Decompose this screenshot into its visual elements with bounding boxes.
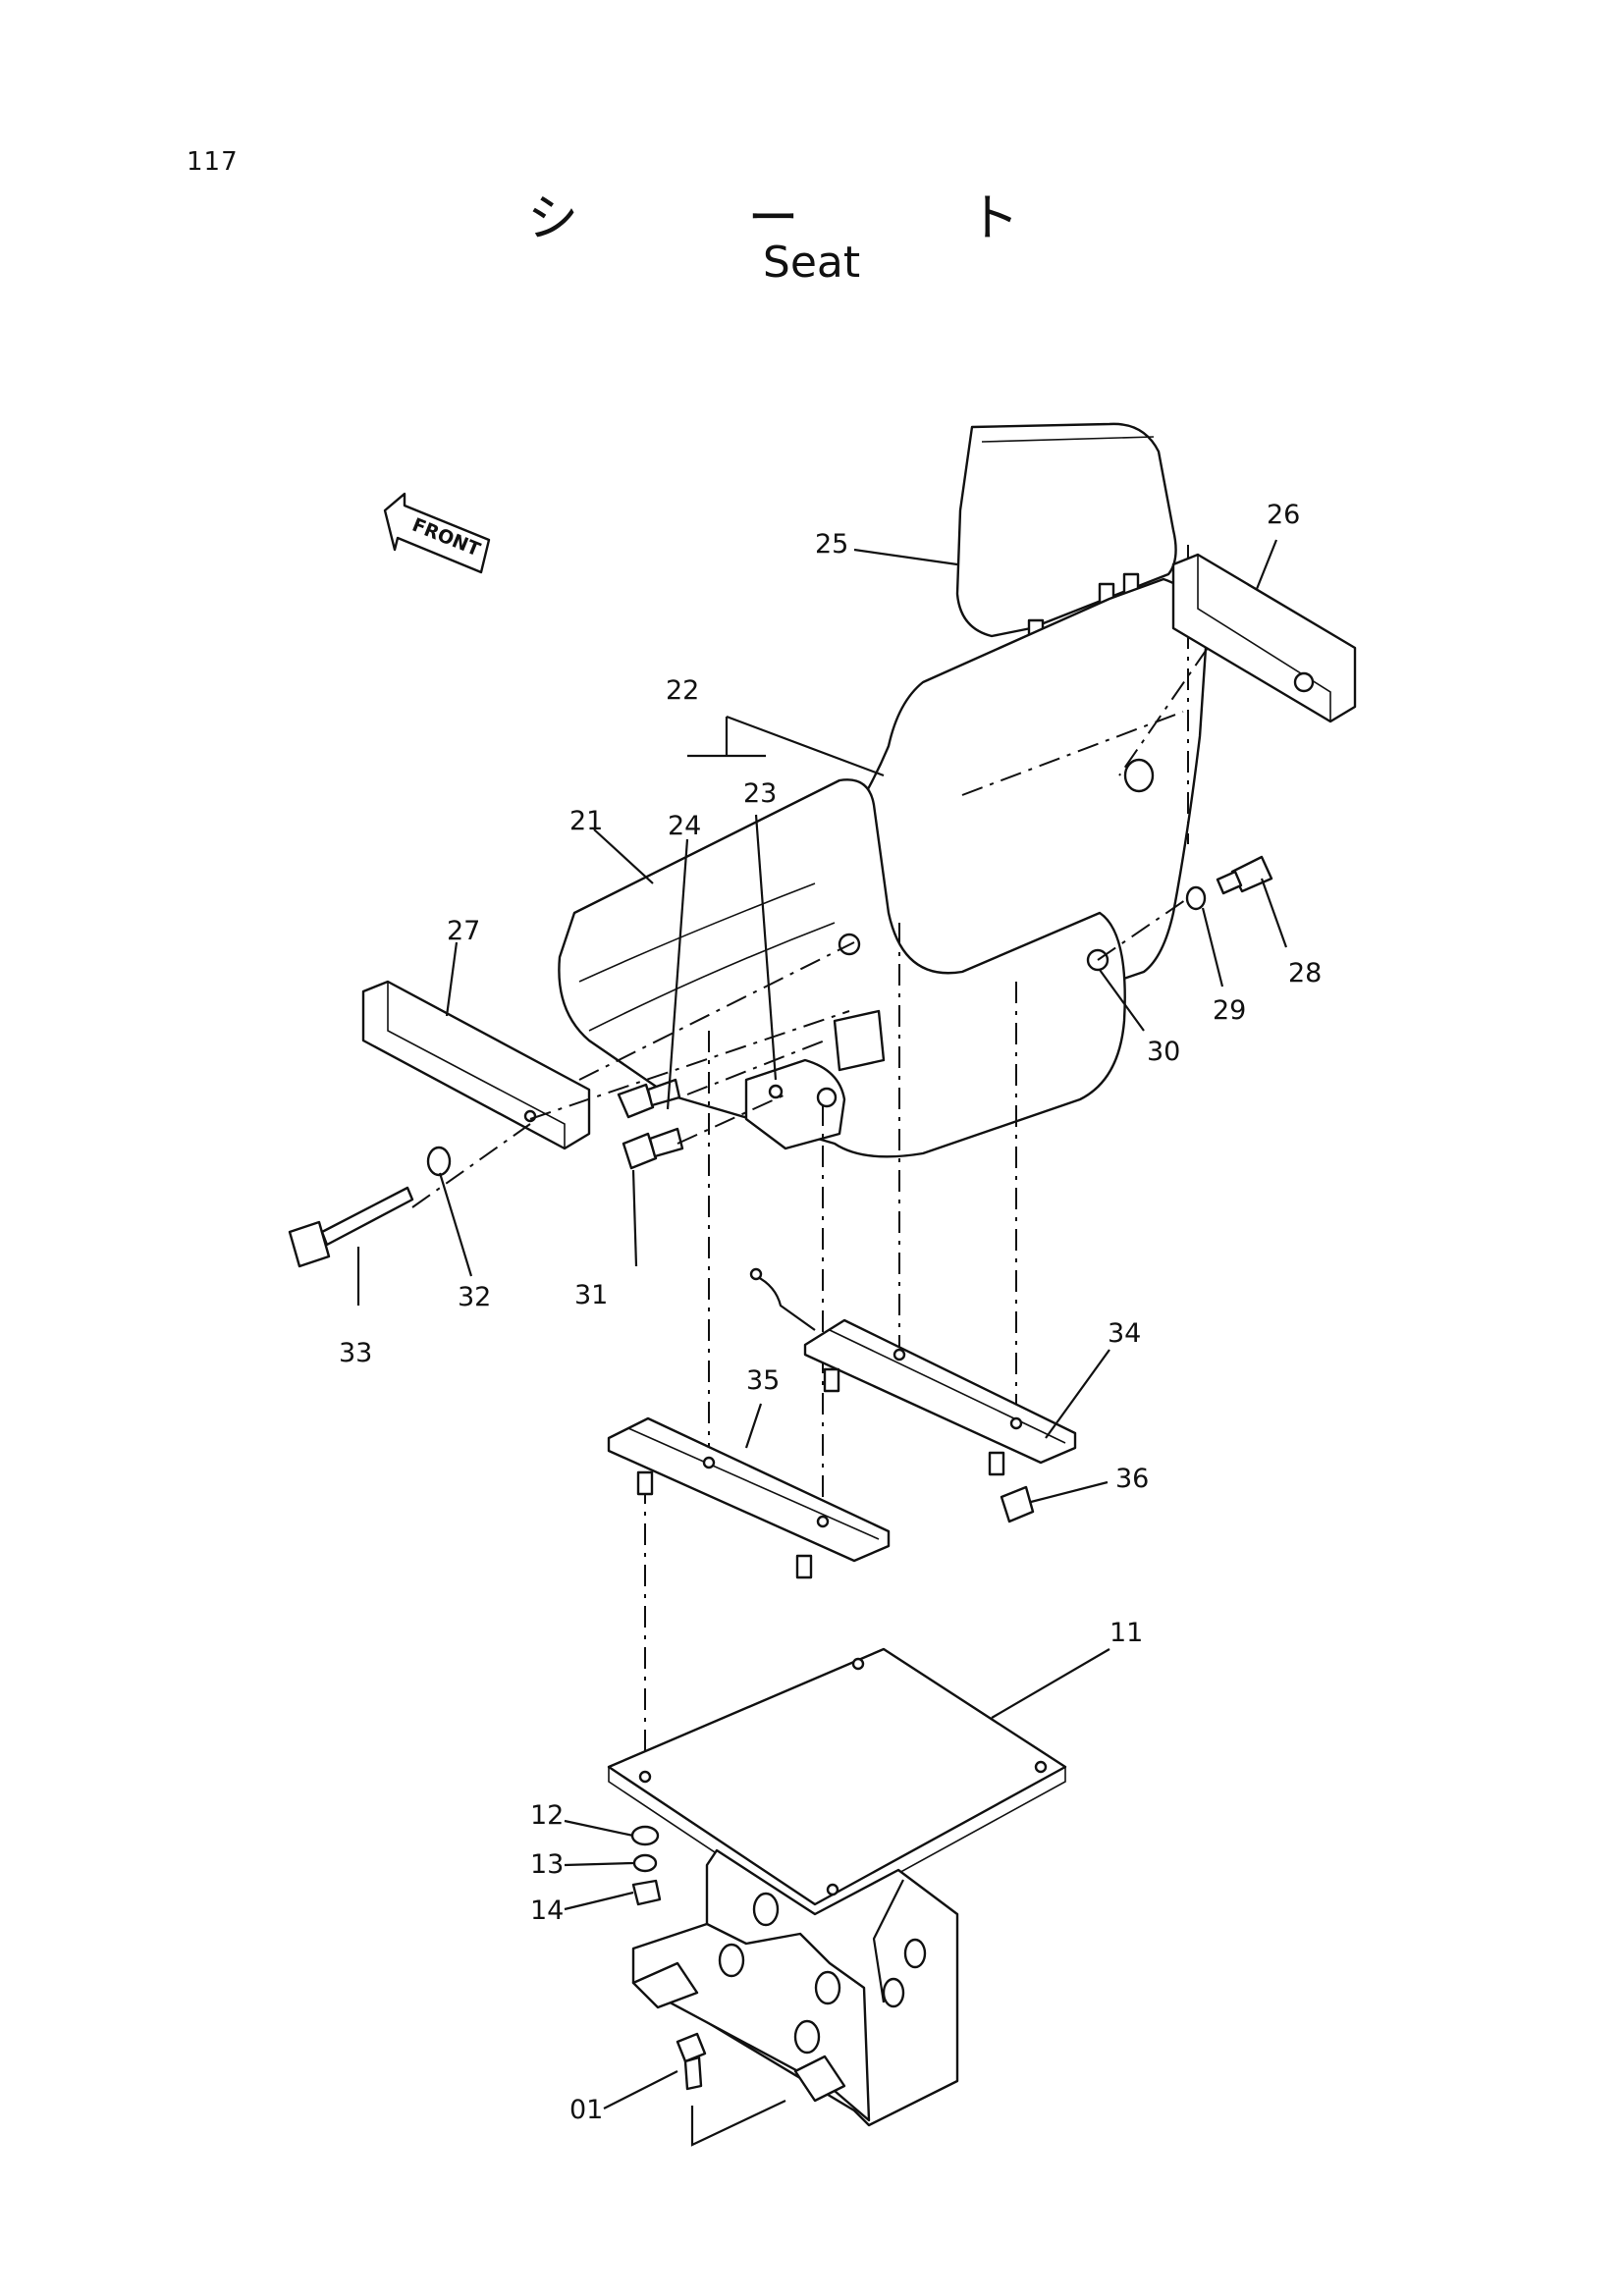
armrest-left bbox=[361, 980, 591, 1150]
washer-32 bbox=[426, 1146, 452, 1177]
callout-11: 11 bbox=[1109, 1618, 1143, 1648]
callout-28: 28 bbox=[1288, 958, 1322, 988]
title-english: Seat bbox=[762, 238, 861, 288]
callout-22: 22 bbox=[666, 675, 699, 706]
armrest-right bbox=[1171, 553, 1357, 723]
callout-36: 36 bbox=[1115, 1464, 1149, 1494]
washer-12 bbox=[630, 1825, 660, 1846]
base-plate bbox=[607, 1647, 1067, 1920]
callout-27: 27 bbox=[447, 916, 480, 946]
slide-rail-35 bbox=[607, 1416, 891, 1579]
callout-31: 31 bbox=[574, 1280, 608, 1310]
callout-30: 30 bbox=[1147, 1037, 1180, 1067]
callout-24: 24 bbox=[668, 811, 701, 841]
callout-13: 13 bbox=[530, 1849, 564, 1880]
callout-21: 21 bbox=[569, 806, 603, 836]
callout-14: 14 bbox=[530, 1896, 564, 1926]
callout-33: 33 bbox=[339, 1338, 372, 1368]
bolt-01 bbox=[676, 2032, 707, 2091]
callout-25: 25 bbox=[815, 529, 848, 560]
callout-23: 23 bbox=[743, 778, 777, 809]
suspension-base bbox=[631, 1848, 959, 2127]
slide-rail-34 bbox=[749, 1267, 1077, 1476]
bolt-31 bbox=[622, 1127, 684, 1170]
callout-32: 32 bbox=[458, 1282, 491, 1312]
callout-29: 29 bbox=[1213, 995, 1246, 1026]
seat-bracket bbox=[744, 1058, 846, 1150]
callout-26: 26 bbox=[1267, 500, 1300, 530]
front-arrow: FRONT bbox=[383, 492, 491, 574]
nut-14 bbox=[631, 1879, 662, 1906]
bolt-36 bbox=[1000, 1485, 1035, 1523]
bolt-24 bbox=[617, 1078, 681, 1119]
page-number: 117 bbox=[187, 147, 239, 177]
title-japanese: シ ー ト bbox=[526, 189, 1097, 248]
screw-28 bbox=[1216, 855, 1273, 895]
callouts: 25 26 22 23 21 24 27 28 29 30 31 32 33 3… bbox=[339, 500, 1322, 2125]
callout-34: 34 bbox=[1108, 1318, 1141, 1349]
washer-29 bbox=[1185, 885, 1207, 911]
spring-washer-13 bbox=[632, 1853, 658, 1873]
bolt-33 bbox=[288, 1186, 414, 1268]
callout-35: 35 bbox=[746, 1365, 780, 1396]
callout-01: 01 bbox=[569, 2095, 603, 2125]
callout-12: 12 bbox=[530, 1800, 564, 1831]
